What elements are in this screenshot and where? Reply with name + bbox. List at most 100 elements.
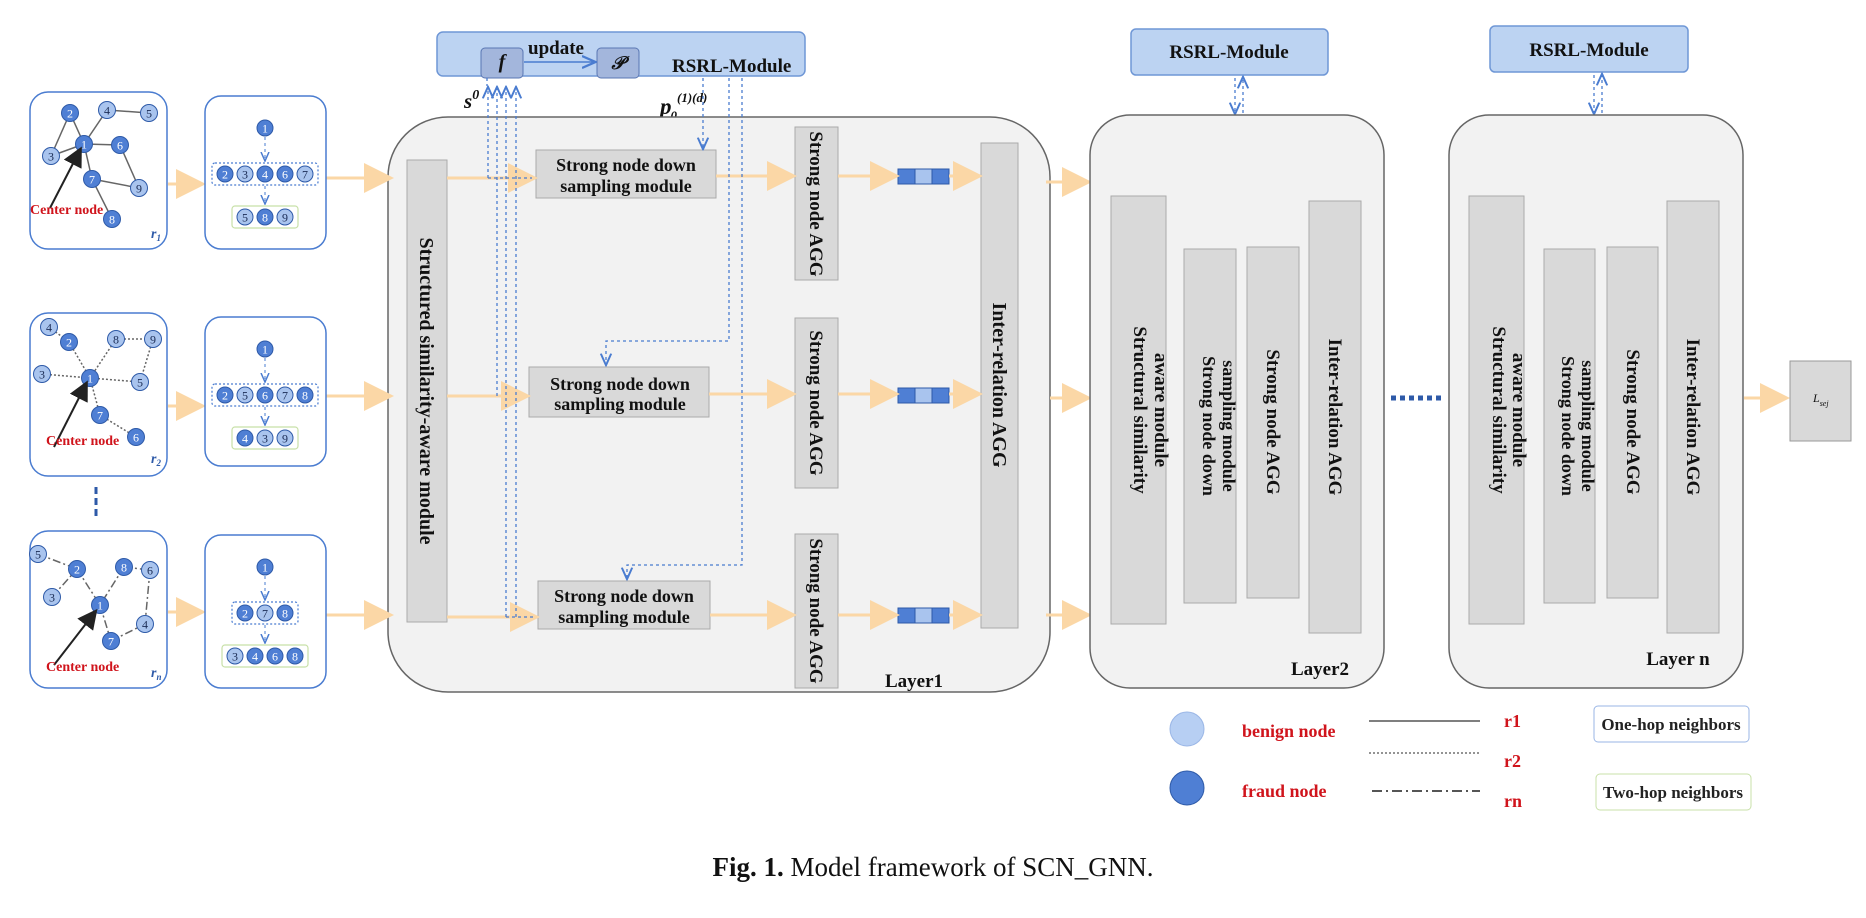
graph-node-label: 6 xyxy=(147,564,153,578)
svg-text:Strong node AGG: Strong node AGG xyxy=(1622,349,1643,495)
relation-label: r1 xyxy=(151,227,161,243)
benign-legend-label: benign node xyxy=(1242,721,1336,741)
graph-node xyxy=(98,101,116,119)
svg-text:Strong node AGG: Strong node AGG xyxy=(805,131,826,277)
neighbor-node xyxy=(256,208,274,226)
legend: benign node fraud node r1 r2 rn One-hop … xyxy=(1169,705,1752,811)
svg-text:1: 1 xyxy=(262,122,268,136)
svg-text:Inter-relation AGG: Inter-relation AGG xyxy=(988,303,1010,468)
svg-text:Inter-relation AGG: Inter-relation AGG xyxy=(1682,339,1703,496)
svg-text:3: 3 xyxy=(262,432,268,446)
embedding-vector-rn xyxy=(897,607,950,624)
fraud-legend-label: fraud node xyxy=(1242,781,1327,801)
graph-node xyxy=(140,104,158,122)
loss-box: Lsej xyxy=(1789,360,1852,442)
neighbor-node xyxy=(276,604,294,622)
inter-relation-agg-layer1 xyxy=(980,142,1019,629)
relation-label: r2 xyxy=(151,452,161,468)
agg-module-layer2 xyxy=(1246,246,1300,599)
svg-text:Lsej: Lsej xyxy=(1812,391,1829,408)
graph-node-label: 2 xyxy=(67,107,73,121)
graph-node xyxy=(107,330,125,348)
svg-text:Strong node down: Strong node down xyxy=(550,374,690,394)
neighbor-node xyxy=(256,604,274,622)
caption-fig-number: Fig. 1. xyxy=(712,852,784,882)
ssa-module-layern xyxy=(1468,195,1525,625)
benign-node-swatch xyxy=(1169,711,1205,747)
graph-node xyxy=(33,365,51,383)
svg-text:7: 7 xyxy=(282,389,288,403)
neighbor-node xyxy=(266,647,284,665)
graph-node-label: 6 xyxy=(133,431,139,445)
neighbor-node xyxy=(276,429,294,447)
svg-text:RSRL-Module: RSRL-Module xyxy=(1169,42,1288,63)
update-label: update xyxy=(528,38,584,59)
svg-text:Strong node down: Strong node down xyxy=(1199,356,1219,496)
svg-text:Strong node down: Strong node down xyxy=(1558,356,1578,496)
graph-node xyxy=(60,333,78,351)
svg-text:9: 9 xyxy=(282,211,288,225)
svg-text:1: 1 xyxy=(262,561,268,575)
one-hop-legend-label: One-hop neighbors xyxy=(1601,715,1741,734)
agg-module-layer1-r1 xyxy=(794,126,839,281)
graph-node-label: 2 xyxy=(66,336,72,350)
rn-legend-label: rn xyxy=(1504,791,1522,811)
center-node-arrow xyxy=(53,608,98,666)
svg-text:9: 9 xyxy=(282,432,288,446)
graph-node-label: 5 xyxy=(146,107,152,121)
svg-text:2: 2 xyxy=(222,168,228,182)
graph-node-label: 1 xyxy=(87,372,93,386)
r1-legend-label: r1 xyxy=(1504,711,1521,731)
layer2-label: Layer2 xyxy=(1291,659,1349,680)
model-framework-diagram: f 𝒫 update RSRL-Module s0 p0(1)(d) Layer… xyxy=(29,25,1852,811)
graph-node-label: 4 xyxy=(104,104,110,118)
ssa-label-layer1: Structured similarity-aware module xyxy=(415,237,437,544)
caption-text: Model framework of SCN_GNN. xyxy=(790,852,1154,882)
graph-node-label: 7 xyxy=(89,173,95,187)
svg-text:2: 2 xyxy=(242,607,248,621)
svg-text:3: 3 xyxy=(232,650,238,664)
center-node-arrow xyxy=(49,146,82,209)
graph-node-label: 1 xyxy=(97,599,103,613)
graph-node xyxy=(43,588,61,606)
inter-relation-agg-layern xyxy=(1666,200,1720,634)
neighbor-node xyxy=(256,429,274,447)
graph-node-label: 3 xyxy=(49,591,55,605)
graph-node-label: 3 xyxy=(48,150,54,164)
root-node xyxy=(256,119,274,137)
center-node-arrow xyxy=(53,380,88,448)
svg-text:sampling module: sampling module xyxy=(554,394,686,414)
relation-label: rn xyxy=(151,666,161,682)
svg-text:sampling module: sampling module xyxy=(558,607,690,627)
svg-text:5: 5 xyxy=(242,389,248,403)
svg-text:6: 6 xyxy=(282,168,288,182)
neighbor-node xyxy=(276,386,294,404)
p-function-box xyxy=(596,47,640,79)
neighbor-node xyxy=(256,165,274,183)
graph-node xyxy=(91,406,109,424)
graph-edge xyxy=(144,569,151,625)
svg-text:RSRL-Module: RSRL-Module xyxy=(1529,40,1648,61)
svg-text:Strong node AGG: Strong node AGG xyxy=(1262,349,1283,495)
p0-label: p0(1)(d) xyxy=(658,90,707,123)
graph-node xyxy=(102,632,120,650)
rsrl-layern-link xyxy=(1594,75,1602,113)
graph-node-label: 5 xyxy=(35,548,41,562)
svg-text:sampling module: sampling module xyxy=(560,176,692,196)
neighbor-node xyxy=(236,165,254,183)
neighbor-node xyxy=(286,647,304,665)
graph-node xyxy=(42,147,60,165)
rsrl-module-layer1: f 𝒫 update RSRL-Module s0 p0(1)(d) xyxy=(436,31,806,123)
svg-text:8: 8 xyxy=(292,650,298,664)
svg-text:2: 2 xyxy=(222,389,228,403)
svg-text:4: 4 xyxy=(262,168,268,182)
rsrl-feedback-lines xyxy=(487,78,743,618)
graph-node-label: 5 xyxy=(137,376,143,390)
svg-text:Inter-relation AGG: Inter-relation AGG xyxy=(1324,339,1345,496)
graph-node-label: 8 xyxy=(113,333,119,347)
agg-module-layern xyxy=(1606,246,1659,599)
inter-relation-agg-layer2 xyxy=(1308,200,1362,634)
